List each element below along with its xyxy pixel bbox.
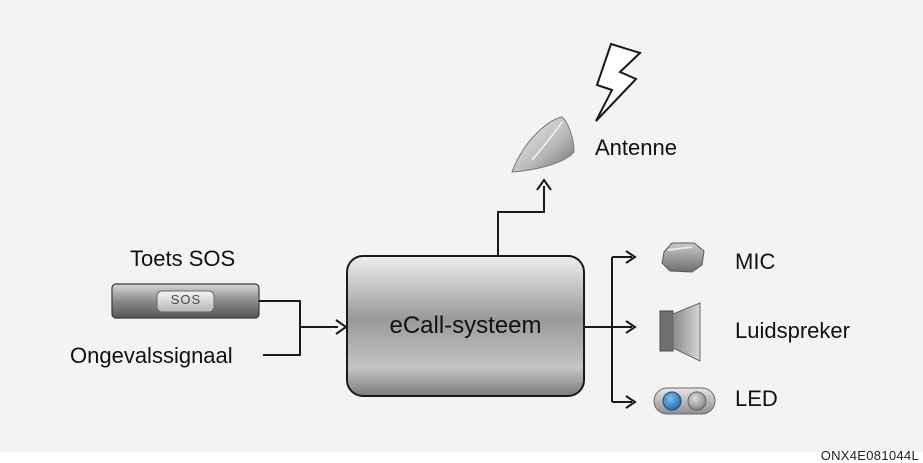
- connector-accident-signal: [263, 327, 300, 355]
- speaker-label: Luidspreker: [735, 320, 850, 342]
- sos-button-title: Toets SOS: [130, 248, 235, 270]
- connector-antenna: [498, 186, 544, 256]
- lightning-icon: [596, 44, 640, 121]
- antenna-label: Antenne: [595, 137, 677, 159]
- ecall-system-label: eCall-systeem: [347, 256, 584, 396]
- led-label: LED: [735, 388, 778, 410]
- mic-icon: [662, 243, 704, 272]
- mic-label: MIC: [735, 251, 775, 273]
- speaker-icon: [660, 303, 700, 361]
- sos-key-text: SOS: [159, 293, 213, 306]
- connector-outputs: [584, 257, 632, 402]
- accident-signal-label: Ongevalssignaal: [70, 345, 233, 367]
- antenna-icon: [512, 117, 574, 172]
- connector-sos: [259, 301, 338, 327]
- led-icon: [654, 388, 715, 414]
